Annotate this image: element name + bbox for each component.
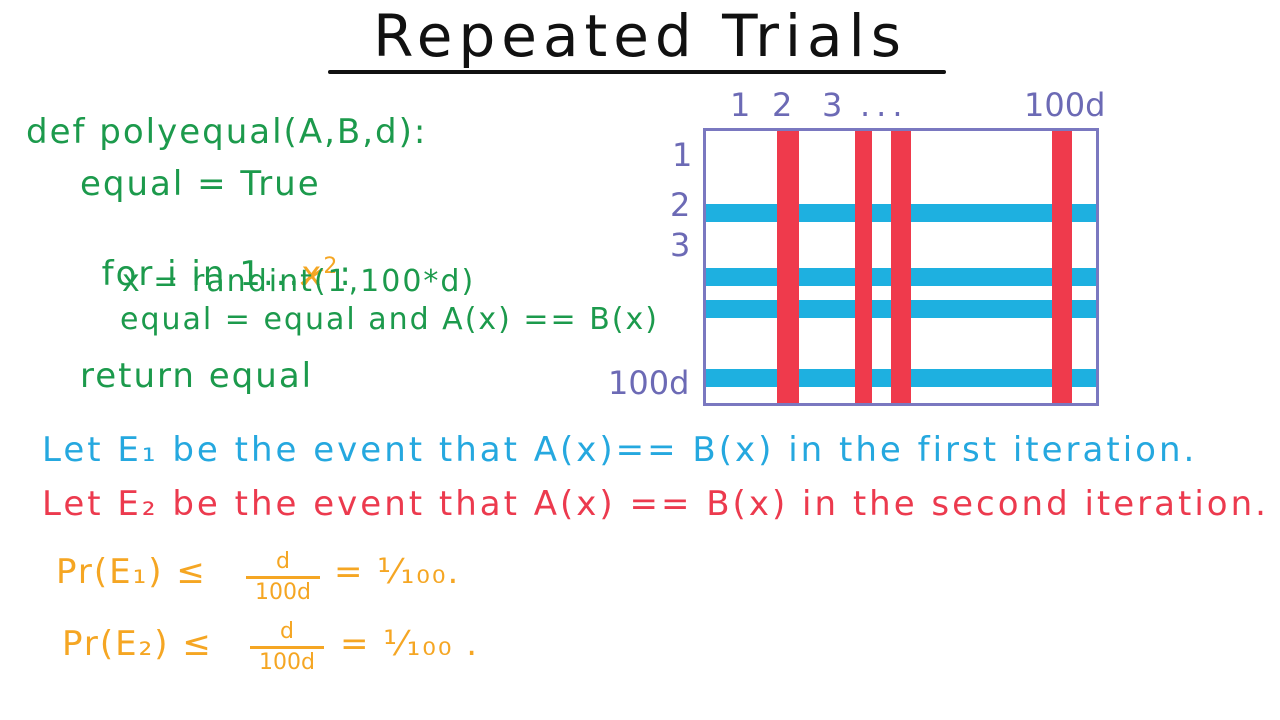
code-line-for-loop: for i in 1...x2: [76,214,353,294]
event-e1-definition: Let E₁ be the event that A(x)== B(x) in … [42,430,1198,470]
column-band [891,131,911,403]
row-label-3: 3 [670,226,691,264]
page-title: Repeated Trials [373,2,907,70]
column-band [777,131,799,403]
for-loop-colon: : [339,254,353,294]
code-line-equal-true: equal = True [80,164,321,204]
prob-e2-denominator: 100d [259,650,315,675]
column-band [855,131,872,403]
code-line-equal-and: equal = equal and A(x) == B(x) [120,302,659,337]
col-label-1: 1 [730,86,751,124]
prob-e2-numerator: d [280,619,294,644]
for-loop-prefix: for i in 1... [101,254,302,294]
col-label-100d: 100d [1024,86,1106,124]
prob-e2-right: = ¹⁄₁₀₀ . [340,624,480,664]
col-label-ellipsis: ... [860,86,909,124]
prob-e2-fraction: d 100d [250,620,324,675]
prob-e1-numerator: d [276,549,290,574]
event-e2-definition: Let E₂ be the event that A(x) == B(x) in… [42,484,1269,524]
title-underline [328,70,946,74]
row-label-1: 1 [672,136,693,174]
prob-e1-fraction: d 100d [246,550,320,605]
prob-e1-right: = ¹⁄₁₀₀. [334,552,461,592]
col-label-2: 2 [772,86,793,124]
code-line-return: return equal [80,356,314,396]
column-band [1052,131,1072,403]
fraction-bar [246,576,320,579]
loop-bound-exponent: 2 [323,254,340,279]
prob-e1-left: Pr(E₁) ≤ [56,552,207,592]
prob-e1-denominator: 100d [255,580,311,605]
struck-loop-bound: x [301,254,324,294]
code-line-randint: x = randint(1,100*d) [122,264,476,299]
row-label-2: 2 [670,186,691,224]
prob-e2-left: Pr(E₂) ≤ [62,624,213,664]
outcome-grid [703,128,1099,406]
row-label-100d: 100d [608,364,690,402]
col-label-3: 3 [822,86,843,124]
fraction-bar [250,646,324,649]
code-line-def: def polyequal(A,B,d): [26,112,428,152]
